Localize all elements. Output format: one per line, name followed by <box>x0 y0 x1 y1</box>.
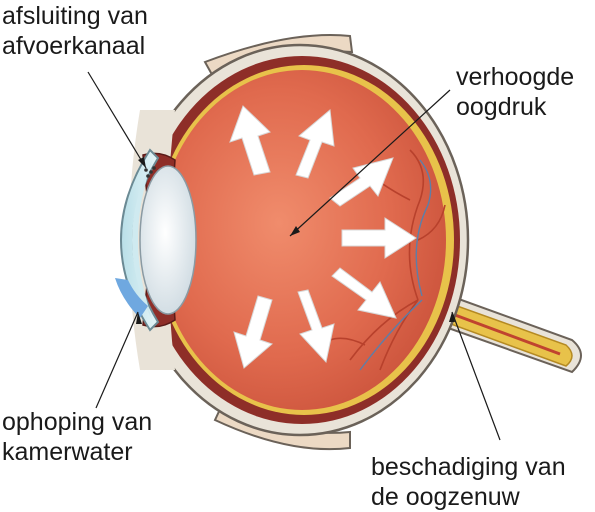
label-line: oogdruk <box>456 92 574 122</box>
label-fluid-buildup: ophoping van kamerwater <box>2 407 152 467</box>
label-line: kamerwater <box>2 437 152 467</box>
label-drain-blockage: afsluiting van afvoerkanaal <box>2 1 148 61</box>
leader-fluid <box>96 312 138 408</box>
label-raised-pressure: verhoogde oogdruk <box>456 62 574 122</box>
label-line: verhoogde <box>456 62 574 92</box>
lens <box>140 166 196 314</box>
label-nerve-damage: beschadiging van de oogzenuw <box>371 452 566 512</box>
label-line: ophoping van <box>2 407 152 437</box>
label-line: afvoerkanaal <box>2 31 148 61</box>
label-line: beschadiging van <box>371 452 566 482</box>
leader-drain <box>88 72 146 168</box>
label-line: afsluiting van <box>2 1 148 31</box>
label-line: de oogzenuw <box>371 482 566 512</box>
